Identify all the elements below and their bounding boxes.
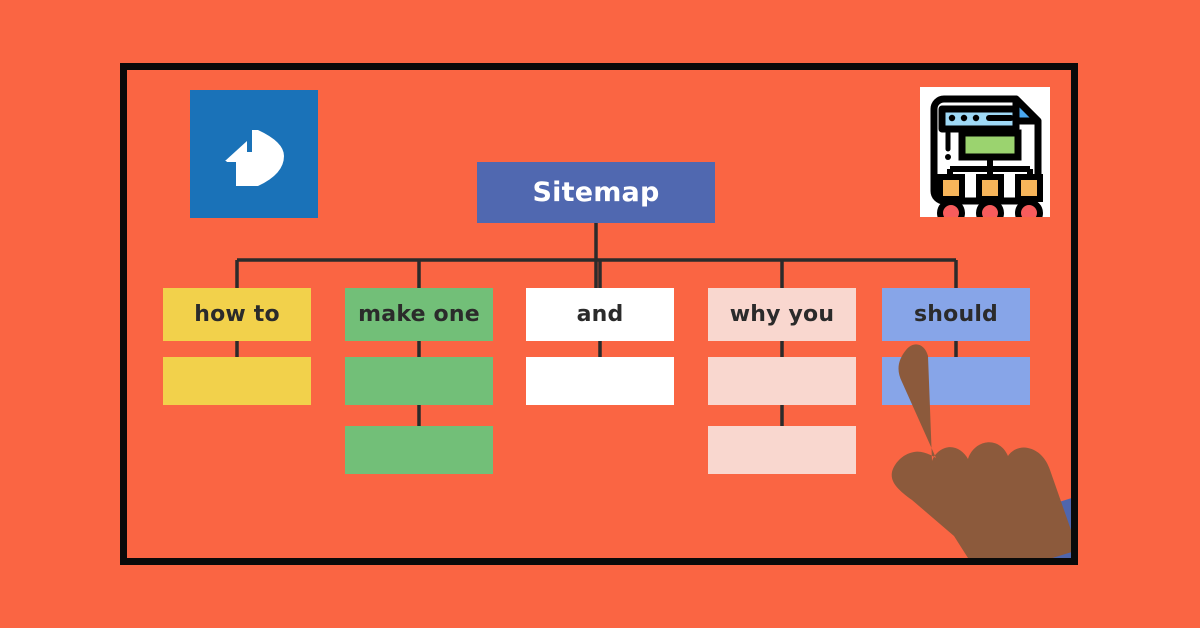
node-make-one-child-1[interactable] [345, 357, 499, 411]
node-should[interactable]: should [882, 288, 1036, 347]
node-why-you[interactable]: why you [708, 288, 862, 347]
slickplan-d-arrow-logo-icon [225, 130, 284, 186]
node-why-you-child-1[interactable] [708, 357, 862, 411]
node-how-to-label: how to [194, 302, 280, 327]
cursor-clip-region [127, 70, 1071, 558]
node-should-label: should [913, 302, 999, 327]
node-and[interactable]: and [526, 288, 680, 347]
node-why-you-child-2[interactable] [708, 426, 862, 480]
pointing-hand-cursor[interactable] [862, 330, 1071, 558]
node-and-label: and [576, 302, 624, 327]
node-how-to-child-1[interactable] [163, 357, 317, 411]
node-make-one-label: make one [358, 302, 480, 327]
node-root[interactable]: Sitemap [477, 162, 721, 229]
node-and-child-1[interactable] [526, 357, 680, 411]
brand-logo-tile [190, 90, 318, 218]
pointing-hand-icon [891, 344, 1071, 558]
node-make-one[interactable]: make one [345, 288, 499, 347]
poster-frame [120, 63, 1078, 565]
sitemap-document-icon-glyph [930, 95, 1043, 217]
sitemap-document-icon [920, 87, 1050, 217]
node-why-you-label: why you [729, 302, 835, 327]
node-how-to[interactable]: how to [163, 288, 317, 347]
node-root-label: Sitemap [532, 177, 660, 208]
node-make-one-child-2[interactable] [345, 426, 499, 480]
